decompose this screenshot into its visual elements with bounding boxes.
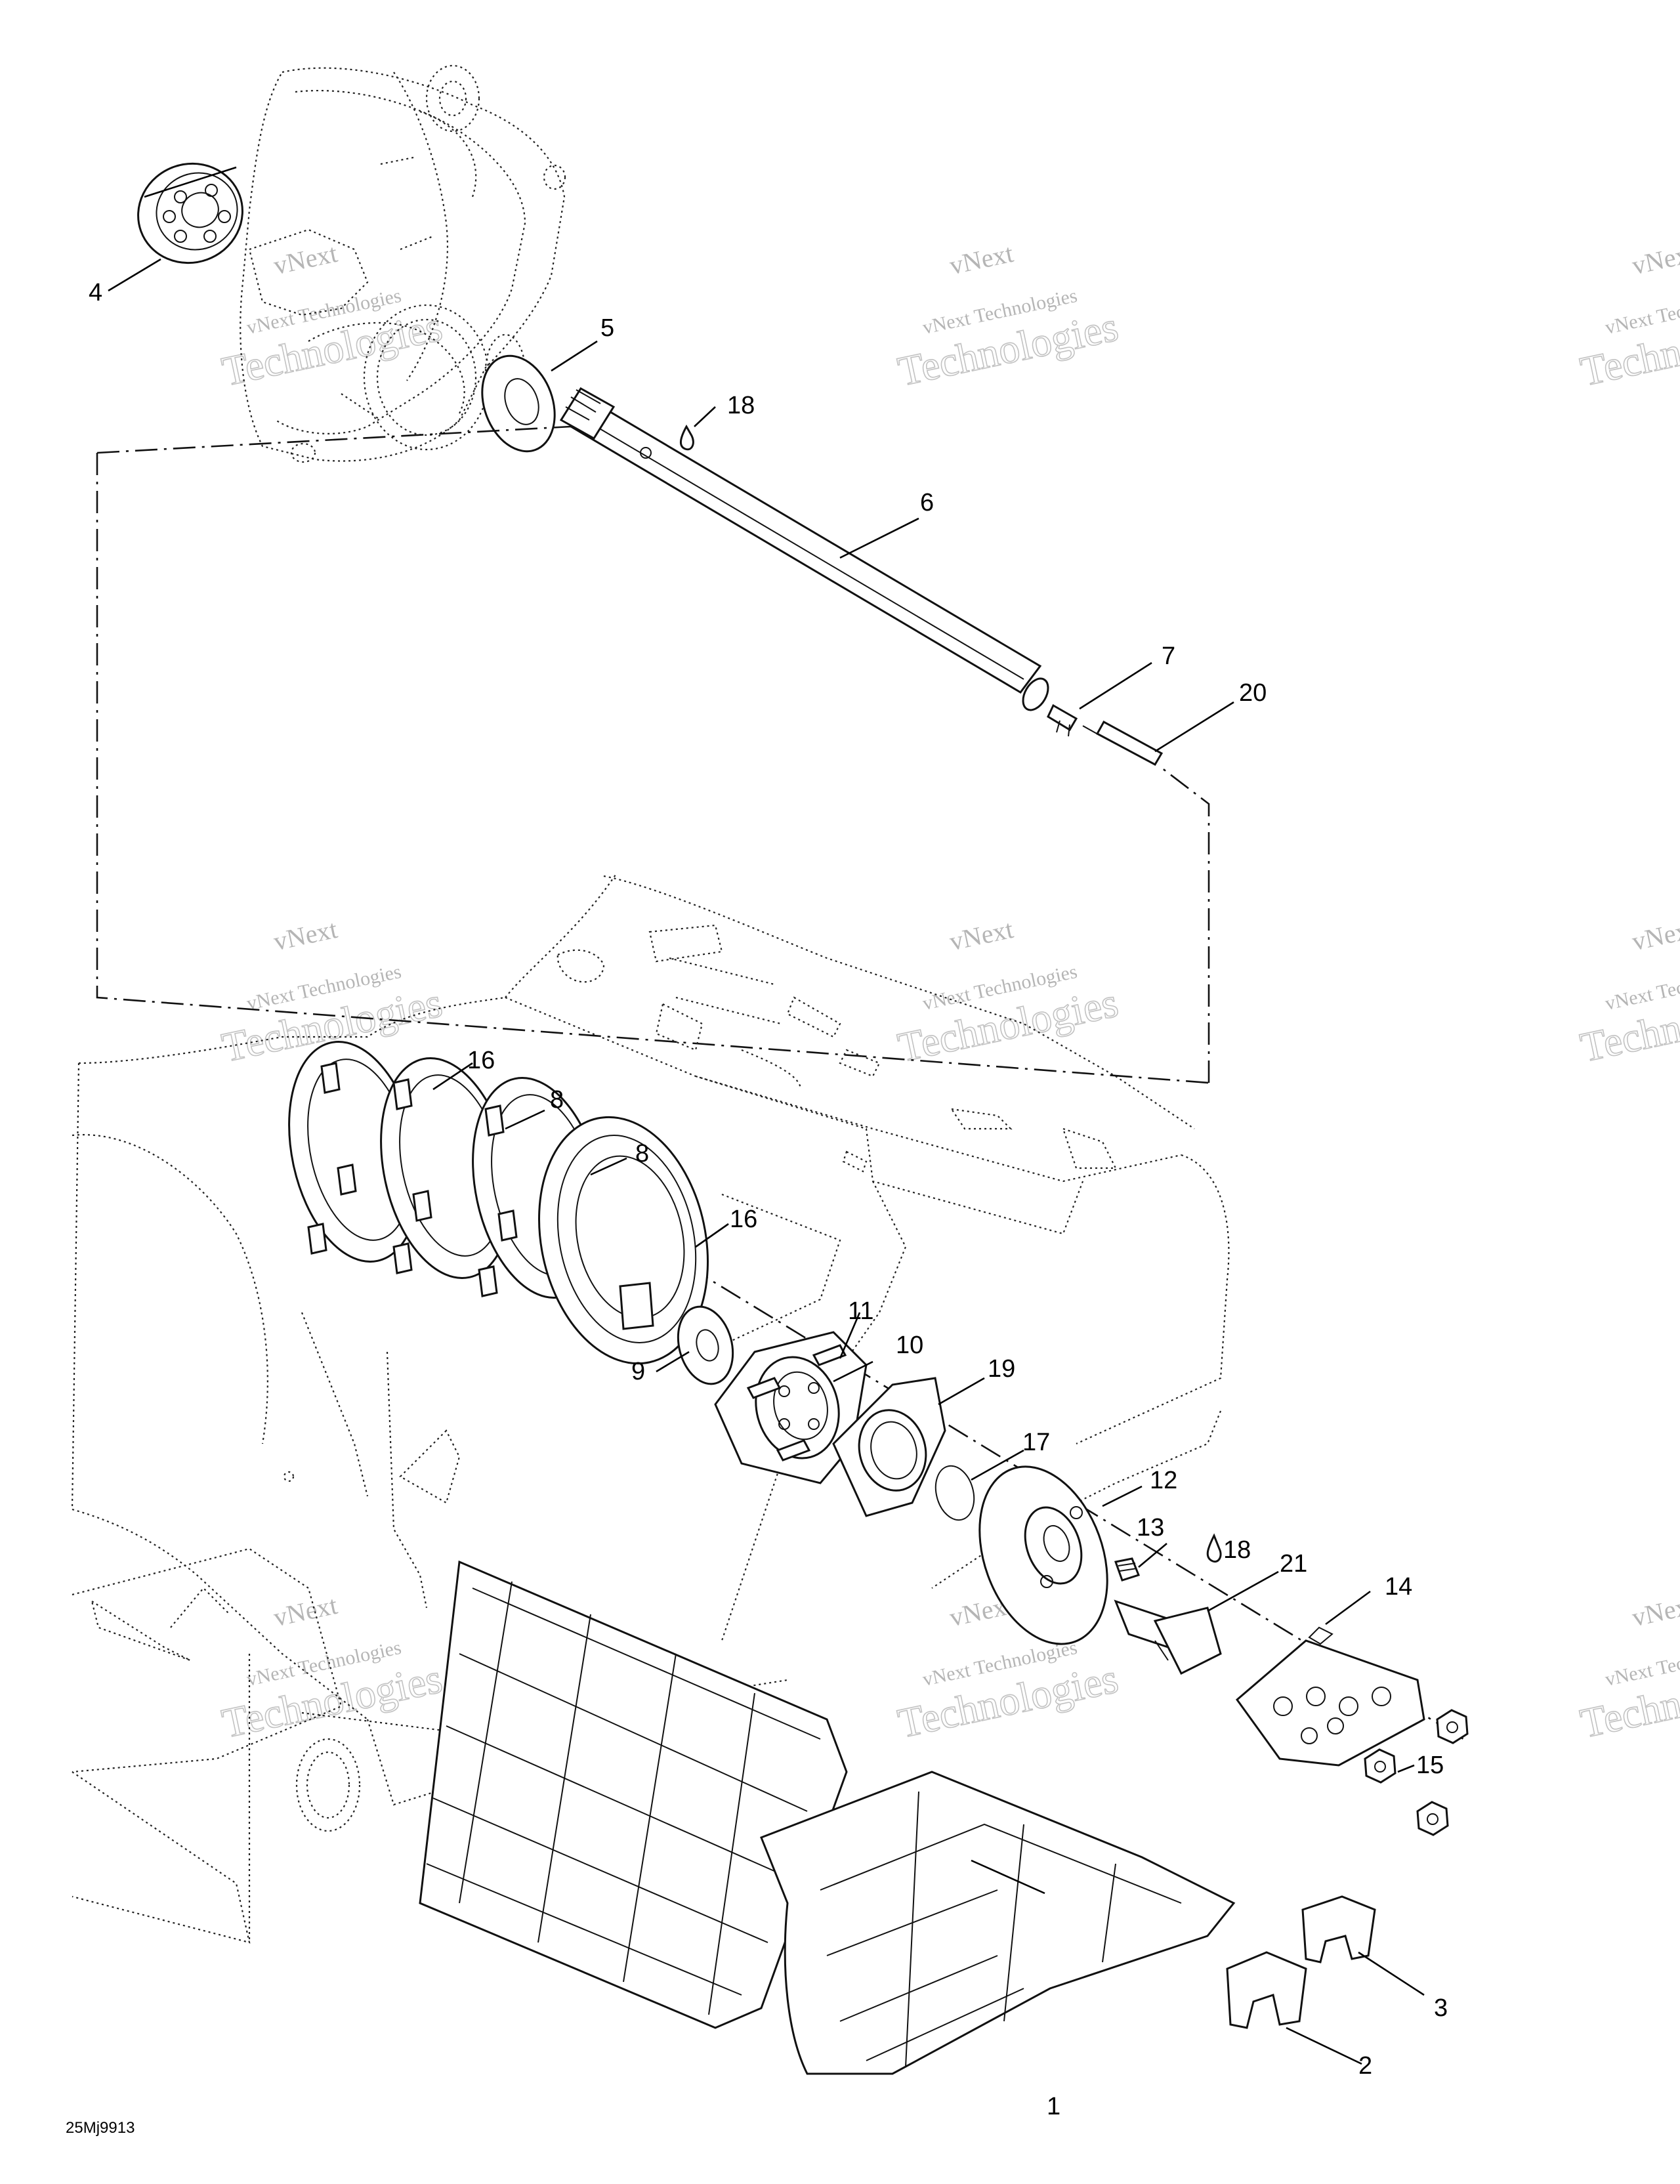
watermark-6: vNext vNext Technologies Technologies xyxy=(1576,914,1680,1072)
bearing-part-4 xyxy=(137,162,243,264)
watermark-line1: vNext xyxy=(1629,1590,1680,1632)
slider-part-3 xyxy=(1301,1895,1376,1964)
watermark-9: vNext vNext Technologies Technologies xyxy=(1576,1590,1680,1748)
callout-8-bottom: 8 xyxy=(635,1140,649,1167)
watermark-line1: vNext xyxy=(1629,238,1680,280)
callout-18-upper: 18 xyxy=(727,392,755,419)
callout-11: 11 xyxy=(848,1297,873,1325)
slider-part-2 xyxy=(1226,1951,1307,2029)
spacer-part-9 xyxy=(677,1305,734,1385)
callout-20: 20 xyxy=(1239,679,1267,707)
watermark-3: vNext vNext Technologies Technologies xyxy=(1576,238,1680,396)
bearing-flange-part-19 xyxy=(832,1377,946,1517)
sensor-part-21 xyxy=(1114,1599,1222,1675)
callout-19: 19 xyxy=(988,1355,1015,1383)
watermark-5: vNext vNext Technologies Technologies xyxy=(893,914,1122,1072)
bearing-housing-part-10-11 xyxy=(714,1331,868,1484)
callout-14: 14 xyxy=(1385,1573,1412,1601)
callout-12: 12 xyxy=(1150,1467,1177,1494)
drive-axle-part-6 xyxy=(559,387,1049,711)
watermark-2: vNext vNext Technologies Technologies xyxy=(893,238,1122,396)
screw-part-13 xyxy=(1114,1557,1140,1582)
watermark-line1: vNext xyxy=(271,914,340,956)
watermark-line1: vNext xyxy=(271,238,340,280)
watermark-line1: vNext xyxy=(947,238,1016,280)
watermark-line1: vNext xyxy=(947,914,1016,956)
watermark-group: vNext vNext Technologies Technologies vN… xyxy=(217,238,1680,1748)
callout-10: 10 xyxy=(896,1332,923,1359)
callout-5: 5 xyxy=(600,314,614,342)
watermark-line1: vNext xyxy=(271,1590,340,1632)
leader-lines xyxy=(108,258,1425,2065)
retainer-part-7 xyxy=(1047,704,1078,737)
callout-15: 15 xyxy=(1416,1752,1444,1779)
callout-2: 2 xyxy=(1358,2052,1372,2080)
callout-13: 13 xyxy=(1137,1514,1164,1542)
callout-17: 17 xyxy=(1022,1429,1050,1456)
callout-16-top: 16 xyxy=(467,1047,495,1074)
oil-drop-18-upper xyxy=(680,424,694,451)
callout-21: 21 xyxy=(1280,1550,1307,1578)
callouts: 4 5 18 6 7 20 16 8 8 16 9 11 10 19 17 12… xyxy=(89,279,1448,2120)
callout-9: 9 xyxy=(631,1358,645,1385)
track-part-1 xyxy=(419,1560,1236,2075)
drawing-code: 25Mj9913 xyxy=(66,2119,135,2137)
callout-6: 6 xyxy=(920,489,934,516)
nuts-part-15 xyxy=(1364,1709,1469,1836)
callout-7: 7 xyxy=(1162,642,1175,670)
bracket-part-14 xyxy=(1235,1626,1425,1767)
callout-1: 1 xyxy=(1047,2093,1060,2120)
callout-8-top: 8 xyxy=(550,1086,564,1114)
callout-16-bottom: 16 xyxy=(730,1206,757,1233)
sprocket-assembly xyxy=(288,1041,709,1365)
washer-part-5 xyxy=(481,354,556,453)
speed-sensor-disc-part-12 xyxy=(978,1465,1108,1645)
watermark-7: vNext vNext Technologies Technologies xyxy=(217,1590,446,1748)
watermark-line1: vNext xyxy=(1629,914,1680,956)
callout-4: 4 xyxy=(89,279,102,306)
sensor-pin-part-20 xyxy=(1082,720,1164,766)
callout-18-lower: 18 xyxy=(1223,1536,1251,1564)
o-ring-part-17 xyxy=(934,1465,975,1521)
oil-drop-18-lower xyxy=(1206,1533,1222,1563)
callout-3: 3 xyxy=(1434,1994,1448,2022)
